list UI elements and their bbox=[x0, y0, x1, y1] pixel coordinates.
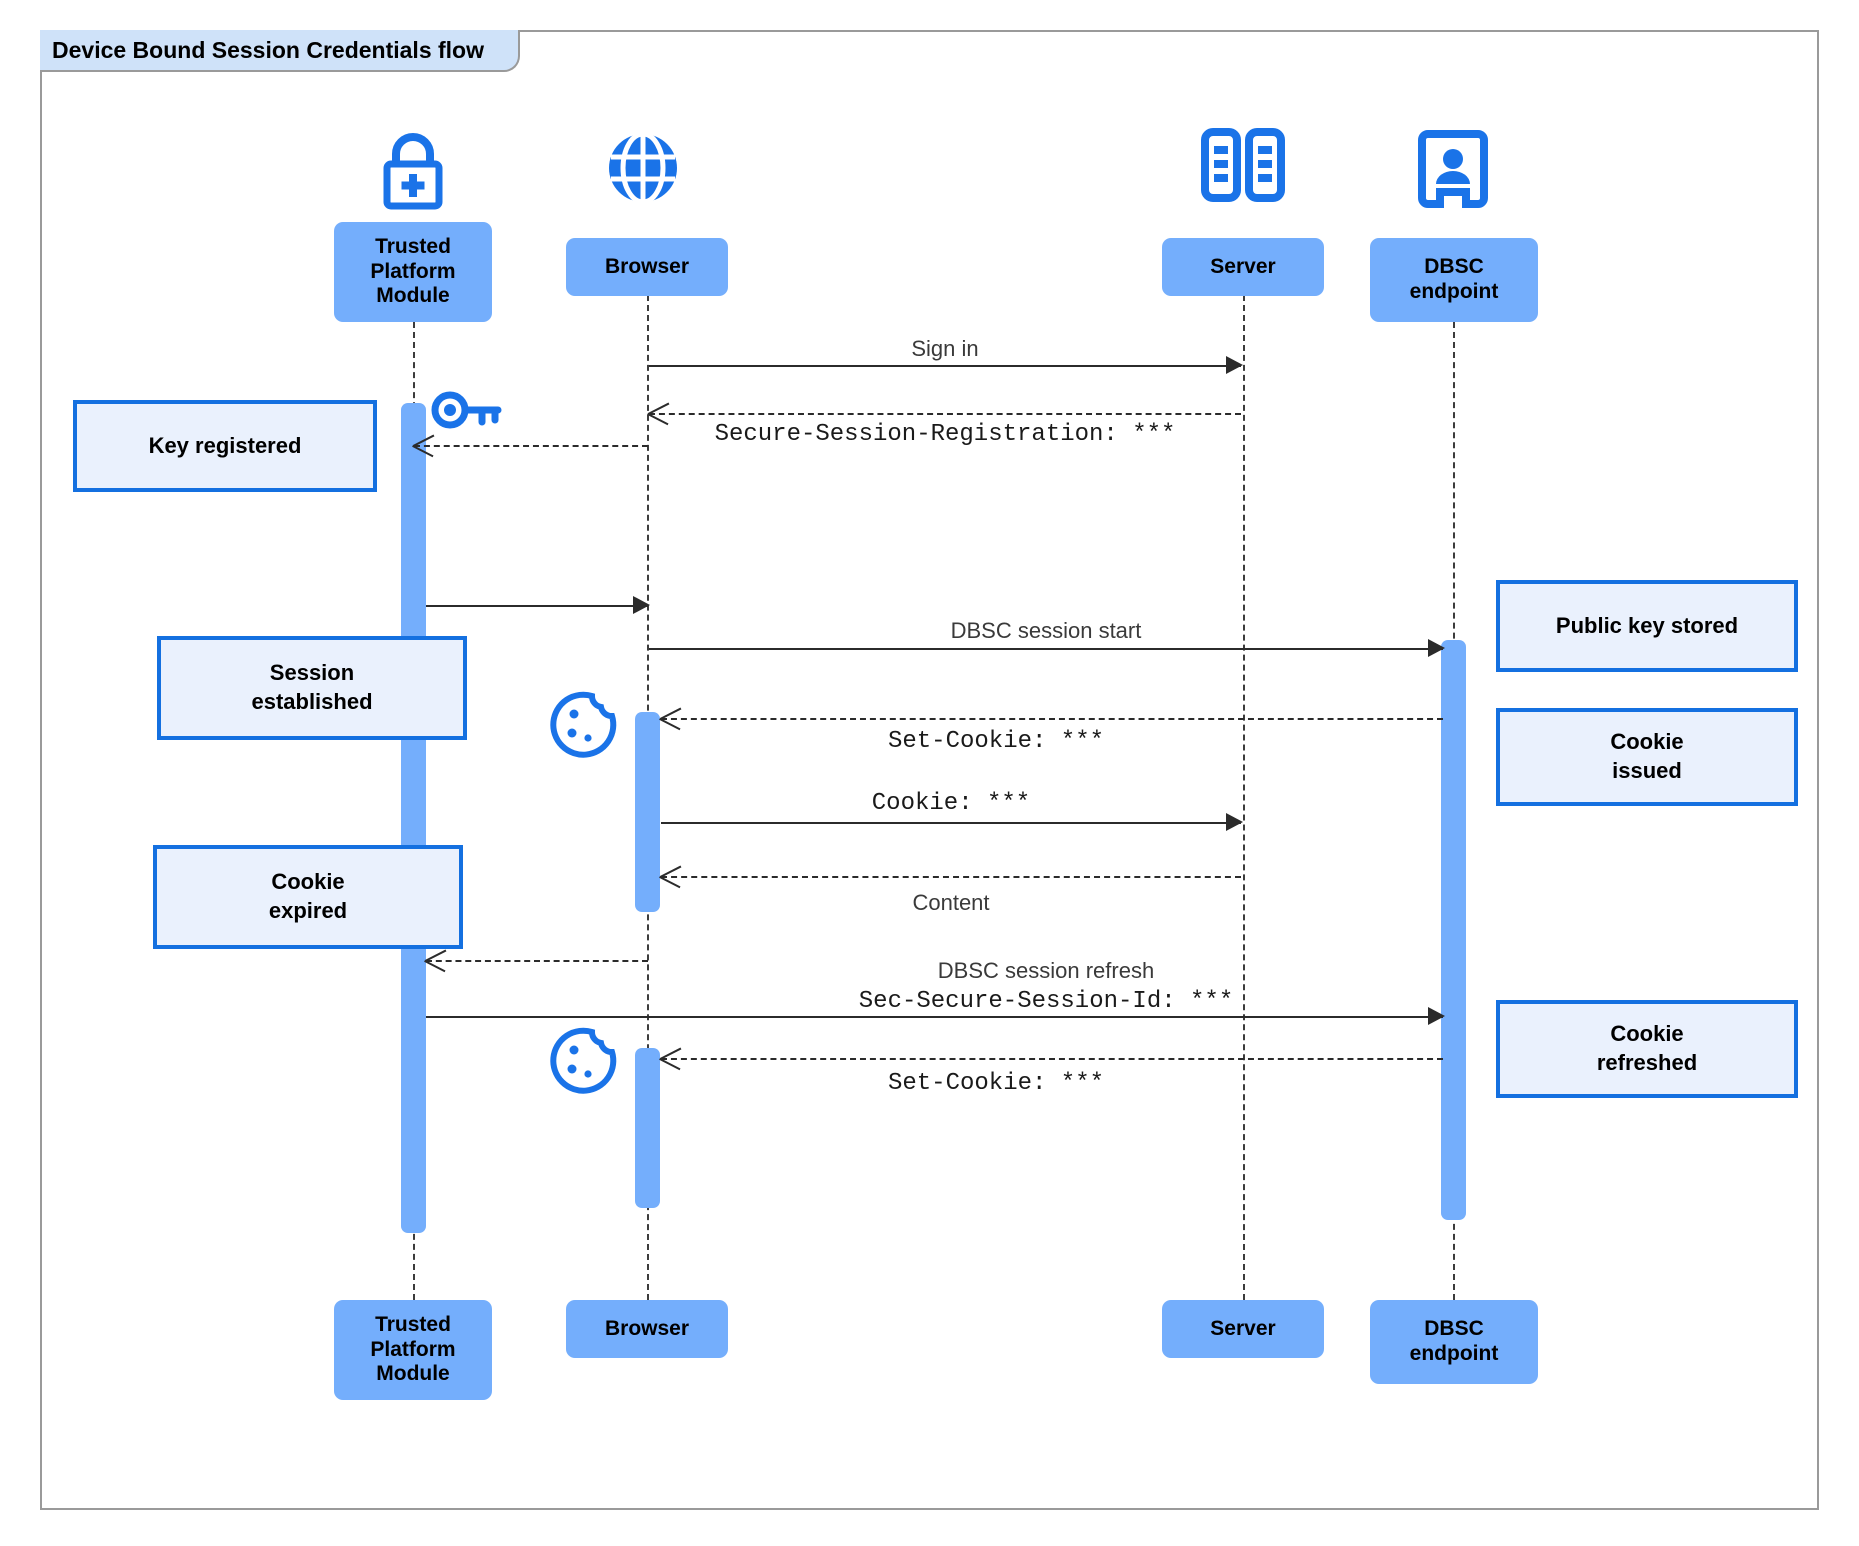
activation-bar-browser bbox=[635, 712, 660, 912]
participant-label: DBSC endpoint bbox=[1409, 255, 1499, 303]
diagram-title-tab: Device Bound Session Credentials flow bbox=[40, 30, 520, 72]
participant-tpm-bottom[interactable]: Trusted Platform Module bbox=[334, 1300, 492, 1400]
arrowhead-right-icon bbox=[633, 596, 650, 614]
lifeline-server bbox=[1243, 285, 1245, 1300]
arrowhead-left-icon bbox=[425, 947, 447, 973]
arrowhead-right-icon bbox=[1226, 813, 1243, 831]
lock-plus-icon bbox=[371, 128, 455, 210]
message-line bbox=[661, 1058, 1443, 1060]
message-label-secure-session-registration: Secure-Session-Registration: *** bbox=[714, 421, 1176, 448]
id-badge-icon bbox=[1418, 128, 1488, 210]
participant-server-top[interactable]: Server bbox=[1162, 238, 1324, 296]
message-line bbox=[661, 822, 1241, 824]
note-public-key-stored: Public key stored bbox=[1496, 580, 1798, 672]
note-key-registered: Key registered bbox=[73, 400, 377, 492]
note-cookie-expired: Cookie expired bbox=[153, 845, 463, 949]
globe-icon bbox=[601, 128, 685, 208]
key-icon bbox=[430, 386, 504, 434]
message-label-set-cookie-1: Set-Cookie: *** bbox=[887, 728, 1105, 755]
message-line bbox=[426, 1016, 1443, 1018]
note-session-established: Session established bbox=[157, 636, 467, 740]
participant-tpm-top[interactable]: Trusted Platform Module bbox=[334, 222, 492, 322]
message-line bbox=[649, 365, 1241, 367]
message-line bbox=[426, 960, 648, 962]
participant-browser-bottom[interactable]: Browser bbox=[566, 1300, 728, 1358]
activation-bar-dbsc bbox=[1441, 640, 1466, 1220]
note-label: Cookie issued bbox=[1610, 729, 1684, 783]
participant-label: Server bbox=[1210, 254, 1276, 278]
note-label: Public key stored bbox=[1555, 612, 1739, 638]
participant-label: DBSC endpoint bbox=[1409, 1317, 1499, 1365]
note-label: Session established bbox=[251, 660, 373, 714]
message-label-cookie: Cookie: *** bbox=[871, 790, 1031, 817]
participant-browser-top[interactable]: Browser bbox=[566, 238, 728, 296]
message-label-sign-in: Sign in bbox=[911, 336, 979, 361]
activation-bar-browser-2 bbox=[635, 1048, 660, 1208]
participant-dbsc-top[interactable]: DBSC endpoint bbox=[1370, 238, 1538, 322]
arrowhead-left-icon bbox=[413, 432, 435, 458]
activation-bar-tpm bbox=[401, 403, 426, 1233]
message-line bbox=[426, 605, 648, 607]
participant-label: Browser bbox=[604, 1316, 690, 1340]
participant-dbsc-bottom[interactable]: DBSC endpoint bbox=[1370, 1300, 1538, 1384]
page-title: Device Bound Session Credentials flow bbox=[52, 36, 484, 63]
note-label: Cookie expired bbox=[268, 869, 348, 923]
note-label: Key registered bbox=[148, 432, 302, 458]
cookie-icon bbox=[548, 690, 618, 760]
cookie-icon bbox=[548, 1026, 618, 1096]
message-line bbox=[414, 445, 648, 447]
participant-server-bottom[interactable]: Server bbox=[1162, 1300, 1324, 1358]
message-line bbox=[661, 718, 1443, 720]
message-label-dbsc-session-refresh: DBSC session refresh bbox=[937, 958, 1155, 983]
message-label-sec-secure-session-id: Sec-Secure-Session-Id: *** bbox=[858, 988, 1234, 1015]
participant-label: Browser bbox=[604, 254, 690, 278]
message-line bbox=[649, 648, 1443, 650]
arrowhead-right-icon bbox=[1428, 1007, 1445, 1025]
participant-label: Server bbox=[1210, 1316, 1276, 1340]
participant-label: Trusted Platform Module bbox=[370, 234, 456, 308]
note-cookie-issued: Cookie issued bbox=[1496, 708, 1798, 806]
message-line bbox=[661, 876, 1241, 878]
note-label: Cookie refreshed bbox=[1596, 1021, 1698, 1075]
note-cookie-refreshed: Cookie refreshed bbox=[1496, 1000, 1798, 1098]
arrowhead-left-icon bbox=[660, 863, 682, 889]
message-label-dbsc-session-start: DBSC session start bbox=[950, 618, 1142, 643]
server-racks-icon bbox=[1198, 128, 1288, 202]
arrowhead-right-icon bbox=[1428, 639, 1445, 657]
arrowhead-right-icon bbox=[1226, 356, 1243, 374]
message-label-set-cookie-2: Set-Cookie: *** bbox=[887, 1070, 1105, 1097]
message-label-content: Content bbox=[912, 890, 990, 915]
message-line bbox=[649, 413, 1241, 415]
arrowhead-left-icon bbox=[660, 1045, 682, 1071]
participant-label: Trusted Platform Module bbox=[370, 1312, 456, 1386]
